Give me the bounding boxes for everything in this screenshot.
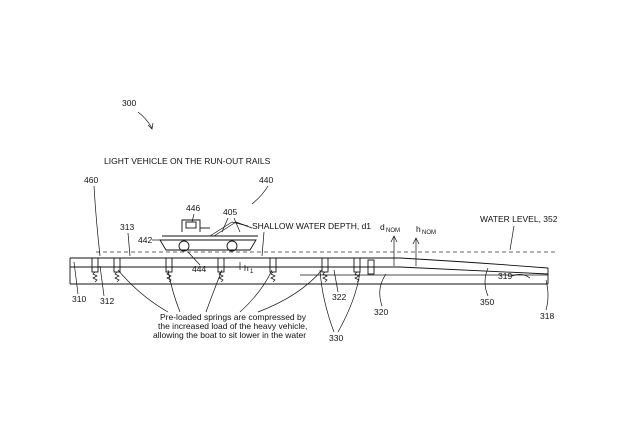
ref-460: 460 [84, 175, 98, 185]
svg-text:NOM: NOM [386, 228, 400, 234]
shallow-water-label: SHALLOW WATER DEPTH, d1 [252, 221, 371, 231]
water-level-leader [510, 226, 514, 250]
ref-444: 444 [192, 264, 206, 274]
ref-320-leader [380, 274, 386, 306]
ref-446-leader [192, 214, 194, 222]
ref-312-leader [100, 266, 104, 296]
ref-446: 446 [186, 203, 200, 213]
ref-322-leader [334, 270, 338, 292]
ref-319: 319 [498, 271, 512, 281]
svg-text:d: d [380, 222, 385, 232]
ref-312: 312 [100, 296, 114, 306]
ref-313-leader [128, 233, 130, 256]
run-out-rails [70, 258, 548, 284]
ref-460-leader [94, 186, 100, 256]
ref-330: 330 [329, 333, 343, 343]
ref-405: 405 [223, 207, 237, 217]
h1-base: h [244, 263, 249, 273]
ref-318-leader [546, 280, 548, 310]
ref-318: 318 [540, 311, 554, 321]
ref-440-leader [252, 186, 268, 204]
ref-310: 310 [72, 294, 86, 304]
support-posts [92, 258, 374, 274]
water-level-label: WATER LEVEL, 352 [480, 214, 558, 224]
svg-text:h: h [416, 224, 421, 234]
h1-dimension: h 1 [240, 262, 254, 275]
h-nom-label: h NOM [416, 224, 436, 236]
figure-title: LIGHT VEHICLE ON THE RUN-OUT RAILS [104, 156, 271, 166]
light-vehicle [160, 220, 258, 251]
ref-405-leader-b [234, 218, 240, 232]
ref-442: 442 [138, 235, 152, 245]
ref-320: 320 [374, 307, 388, 317]
d-nom-label: d NOM [380, 222, 400, 234]
ref-322: 322 [332, 292, 346, 302]
ref-440: 440 [259, 175, 273, 185]
ref-313: 313 [120, 222, 134, 232]
ref-350: 350 [480, 297, 494, 307]
shallow-water-leader [262, 232, 264, 256]
h1-sub: 1 [250, 269, 254, 275]
svg-text:NOM: NOM [422, 230, 436, 236]
figure-number-arrow [138, 112, 152, 128]
caption-leaders [118, 270, 322, 312]
ref-350-leader [485, 268, 488, 296]
figure-number: 300 [122, 98, 136, 108]
caption-line-3: allowing the boat to sit lower in the wa… [153, 330, 306, 340]
ref-330-leader-b [338, 272, 360, 332]
